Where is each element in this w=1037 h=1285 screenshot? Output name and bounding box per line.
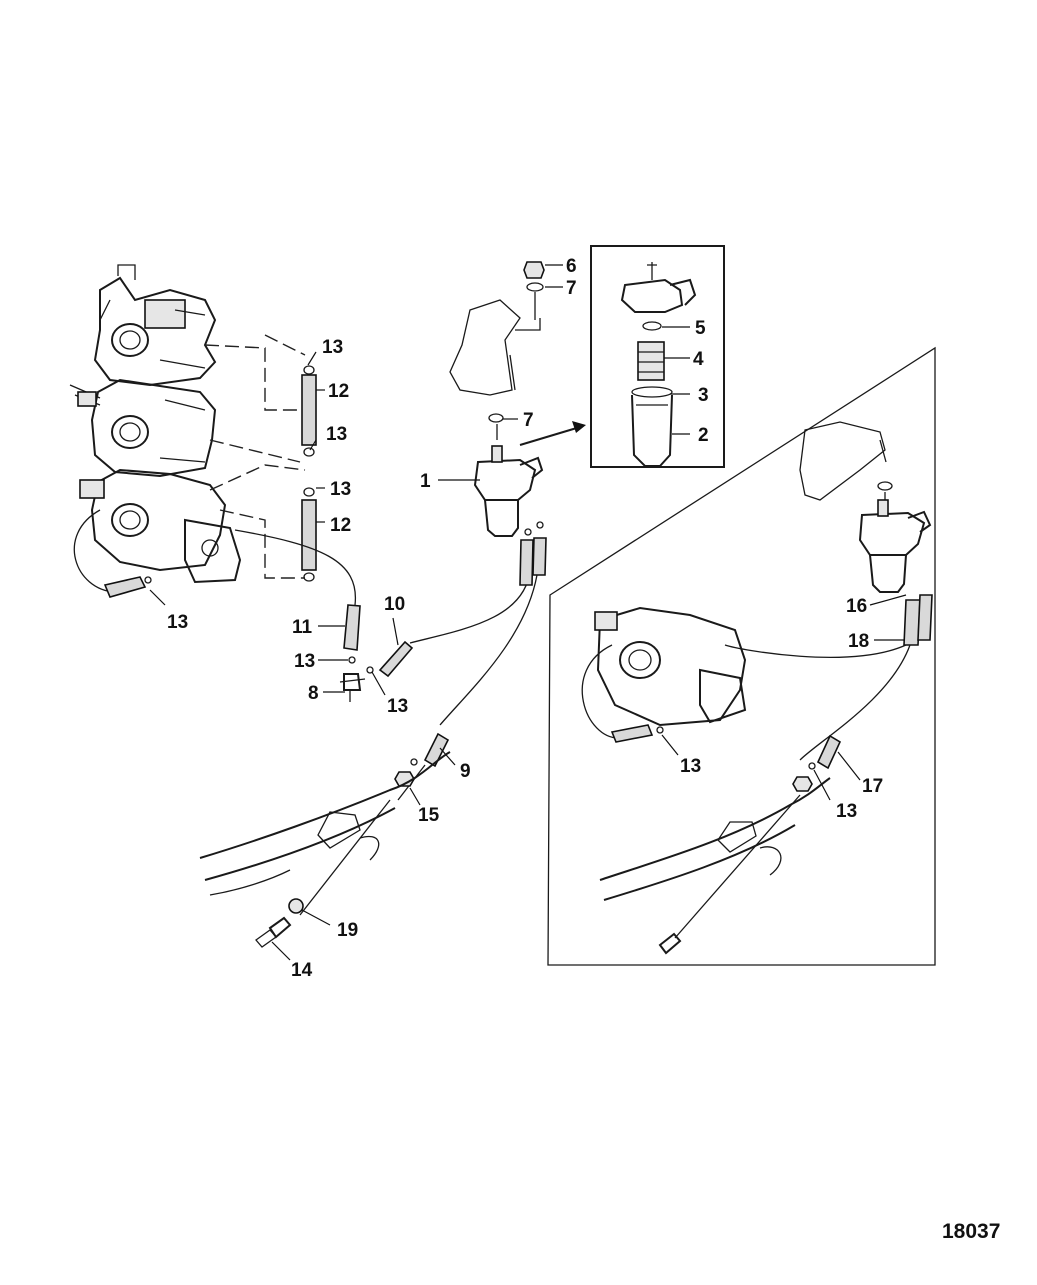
callout-10: 10 — [384, 594, 405, 615]
callout-13-b: 13 — [326, 424, 347, 445]
callout-12-upper: 12 — [328, 381, 349, 402]
callout-13-h: 13 — [836, 801, 857, 822]
callout-8: 8 — [308, 683, 319, 704]
callout-2: 2 — [698, 425, 709, 446]
callout-13-f: 13 — [387, 696, 408, 717]
dashed-connection-lines — [204, 334, 306, 579]
drawing-number: 18037 — [942, 1220, 1000, 1243]
callout-19: 19 — [337, 920, 358, 941]
leader-lines — [149, 264, 907, 961]
callout-15: 15 — [418, 805, 440, 826]
callout-9: 9 — [460, 761, 471, 782]
callout-12-lower: 12 — [330, 515, 351, 536]
callout-7-lower: 7 — [523, 410, 534, 431]
callout-numbers: 6 7 5 4 3 2 7 1 13 12 13 13 12 13 10 11 … — [167, 256, 883, 981]
callout-13-a: 13 — [322, 337, 343, 358]
alternate-configuration-inset — [547, 346, 936, 966]
hose-12-upper — [301, 365, 317, 457]
callout-7-upper: 7 — [566, 278, 577, 299]
callout-16: 16 — [846, 596, 867, 617]
callout-5: 5 — [695, 318, 706, 339]
callout-11: 11 — [292, 617, 313, 638]
callout-18: 18 — [848, 631, 869, 652]
engine-cowl-left — [199, 751, 451, 896]
fuel-filter-assembly — [449, 261, 586, 586]
hose-12-lower — [301, 487, 317, 582]
callout-13-g: 13 — [680, 756, 701, 777]
callout-4: 4 — [693, 349, 704, 370]
callout-17: 17 — [862, 776, 883, 797]
callout-13-c: 13 — [330, 479, 351, 500]
fuel-line-left — [234, 529, 531, 702]
carburetor-stack — [69, 264, 242, 598]
callout-3: 3 — [698, 385, 709, 406]
callout-13-e: 13 — [294, 651, 315, 672]
callout-14: 14 — [291, 960, 313, 981]
filter-detail-box — [590, 245, 725, 468]
callout-6: 6 — [566, 256, 577, 277]
callout-1: 1 — [420, 471, 431, 492]
callout-13-d: 13 — [167, 612, 188, 633]
